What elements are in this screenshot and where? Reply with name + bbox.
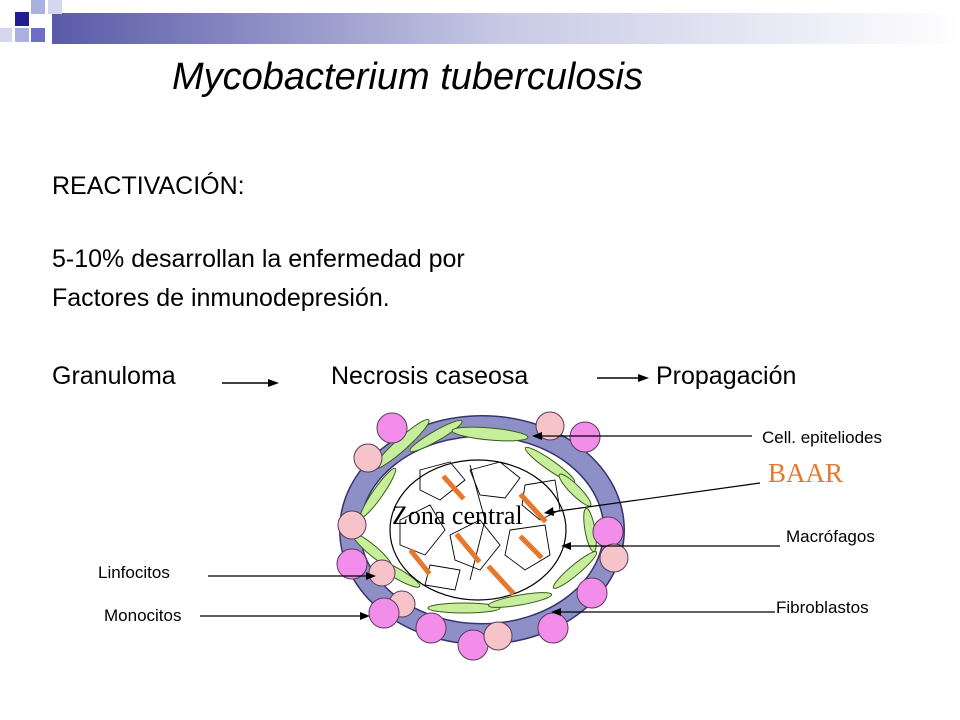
epithelioid-cell [558,473,592,507]
flow-arrows [222,374,649,387]
flow-step-granuloma: Granuloma [52,362,176,390]
pointer-head [366,572,376,580]
label-epithelioid-cells: Cell. epiteliodes [762,428,883,447]
lymphocyte [337,510,367,540]
monocyte [592,516,624,548]
body-line: Factores de inmunodepresión. [52,284,390,312]
peripheral-cells [336,411,629,661]
baar-rod [441,474,466,501]
monocyte [537,612,569,644]
section-heading: REACTIVACIÓN: [52,172,245,200]
monocyte [569,421,601,453]
monocyte [376,412,408,444]
header-square-mid [31,28,45,42]
epithelioid-cells [352,419,598,614]
epithelioid-cell [451,426,529,442]
body-line: 5-10% desarrollan la enfermedad por [52,245,465,273]
header-square-light [0,28,12,42]
slide-title: Mycobacterium tuberculosis [172,56,643,98]
label-lymphocytes: Linfocitos [98,563,170,582]
pointer-line [551,482,761,513]
monocyte [368,597,400,629]
lymphocyte [353,443,383,473]
annotation-lines [200,432,780,620]
flow-arrow-head [268,379,279,387]
monocyte [336,548,368,580]
header-decoration [0,0,960,44]
baar-rods [408,474,548,596]
baar-rod [408,548,432,576]
pointer-head [544,507,554,516]
baar-rod [454,532,482,564]
monocyte [457,629,489,661]
lymphocyte [483,621,513,651]
lymphocyte [599,543,629,573]
flow-arrow-head [638,374,649,382]
flow-step-necrosis: Necrosis caseosa [331,362,529,390]
label-macrophages: Macrófagos [786,527,875,546]
header-square-light [31,0,45,14]
epithelioid-cell [427,602,501,614]
baar-rod [486,564,516,596]
pointer-head [532,432,542,440]
lymphocyte [368,559,396,587]
epithelioid-cell [409,419,463,453]
epithelioid-cell [487,592,553,608]
baar-rod [518,534,544,560]
lymphocyte [535,411,565,441]
header-square-light [15,28,29,42]
central-zone-label: Zona central [392,501,523,530]
label-fibroblasts: Fibroblastos [776,598,869,617]
baar-rod [518,492,548,524]
pointer-head [551,608,561,616]
pointer-head [561,542,571,550]
flow-step-propagation: Propagación [656,362,797,390]
header-bar [52,13,960,44]
monocyte [415,612,447,644]
label-monocytes: Monocitos [104,606,182,625]
epithelioid-cell [552,551,598,589]
monocyte [576,577,608,609]
header-square-dark [15,12,29,26]
header-square-light [48,0,62,14]
granuloma-diagram [200,411,780,661]
pointer-head [360,612,370,620]
label-baar: BAAR [768,458,844,488]
